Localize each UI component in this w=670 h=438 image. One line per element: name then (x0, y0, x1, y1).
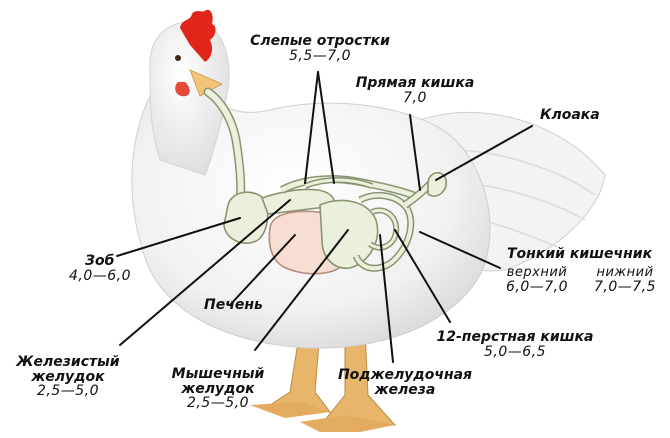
label-crop-value: 4,0—6,0 (69, 269, 131, 284)
label-ceca: Слепые отростки 5,5—7,0 (240, 34, 400, 63)
label-proventriculus: Железистый желудок 2,5—5,0 (8, 355, 128, 399)
label-cloaca: Клоака (540, 108, 600, 123)
label-liver-name: Печень (204, 298, 263, 313)
label-rectum-name: Прямая кишка (340, 76, 490, 91)
label-ceca-value: 5,5—7,0 (240, 49, 400, 64)
label-upper-value: 6,0—7,0 (497, 280, 577, 295)
label-rectum: Прямая кишка 7,0 (340, 76, 490, 105)
label-small-intestine: Тонкий кишечник (507, 247, 652, 262)
label-proventriculus-value: 2,5—5,0 (8, 384, 128, 399)
label-pancreas-name-1: Поджелудочная (330, 368, 480, 383)
label-gizzard-name-2: желудок (158, 382, 278, 397)
label-duodenum: 12-перстная кишка 5,0—6,5 (425, 330, 605, 359)
label-pancreas: Поджелудочная железа (330, 368, 480, 397)
label-lower-name: нижний (585, 266, 665, 280)
label-proventriculus-name-1: Железистый (8, 355, 128, 370)
label-small-intestine-name: Тонкий кишечник (507, 247, 652, 262)
label-proventriculus-name-2: желудок (8, 370, 128, 385)
label-duodenum-name: 12-перстная кишка (425, 330, 605, 345)
label-lower-value: 7,0—7,5 (585, 280, 665, 295)
label-crop-name: Зоб (85, 254, 131, 269)
label-cloaca-name: Клоака (540, 108, 600, 123)
label-gizzard: Мышечный желудок 2,5—5,0 (158, 367, 278, 411)
label-pancreas-name-2: железа (330, 383, 480, 398)
label-small-intestine-lower: нижний 7,0—7,5 (585, 266, 665, 294)
label-crop: Зоб 4,0—6,0 (85, 254, 131, 283)
label-gizzard-name-1: Мышечный (158, 367, 278, 382)
label-duodenum-value: 5,0—6,5 (425, 345, 605, 360)
label-upper-name: верхний (497, 266, 577, 280)
label-small-intestine-upper: верхний 6,0—7,0 (497, 266, 577, 294)
crop (224, 192, 268, 243)
eye (175, 55, 181, 61)
label-ceca-name: Слепые отростки (240, 34, 400, 49)
label-rectum-value: 7,0 (340, 91, 490, 106)
label-liver: Печень (204, 298, 263, 313)
label-gizzard-value: 2,5—5,0 (158, 396, 278, 411)
